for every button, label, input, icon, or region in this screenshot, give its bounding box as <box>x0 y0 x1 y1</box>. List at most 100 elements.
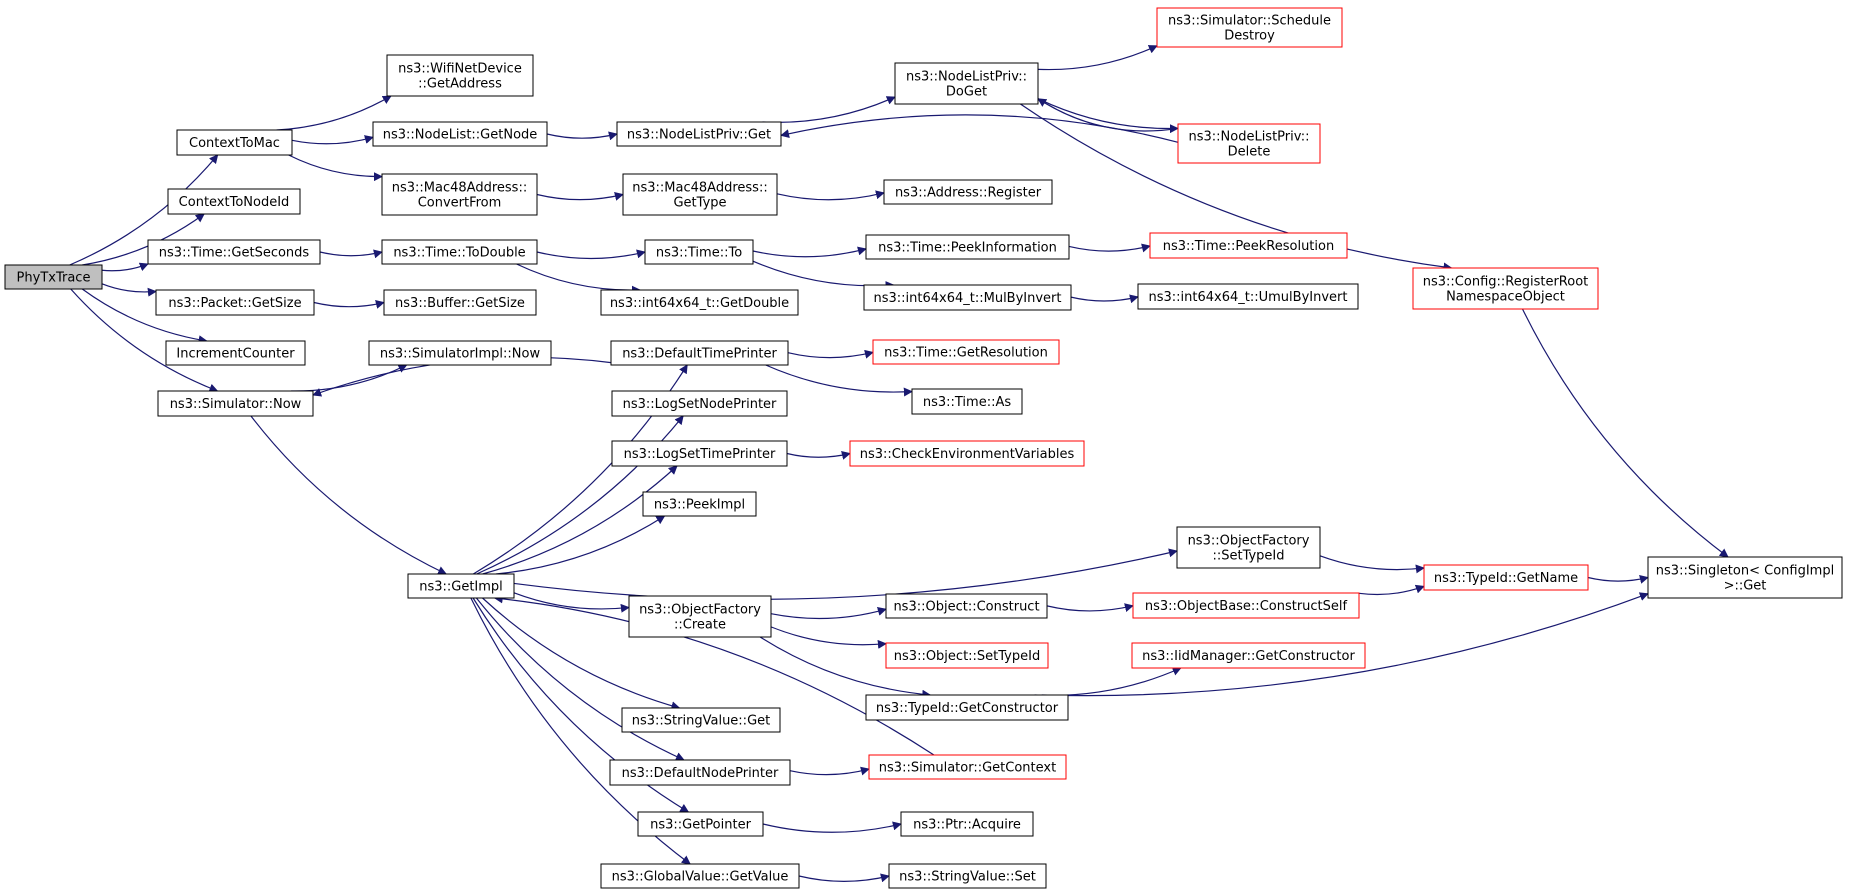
node-type-id-get-name[interactable]: ns3::TypeId::GetName <box>1423 564 1589 591</box>
node-phy-tx-trace[interactable]: PhyTxTrace <box>4 264 103 290</box>
node-mac-convert-from[interactable]: ns3::Mac48Address::ConvertFrom <box>381 173 538 216</box>
node-box <box>1131 642 1366 669</box>
node-label: ns3::TypeId::GetConstructor <box>876 701 1059 716</box>
node-node-list-priv-delete[interactable]: ns3::NodeListPriv::Delete <box>1177 123 1321 164</box>
edge-line <box>1046 603 1134 612</box>
node-box <box>1149 232 1348 259</box>
node-simulator-now[interactable]: ns3::Simulator::Now <box>157 390 314 417</box>
edge-line <box>752 246 867 258</box>
node-label: ns3::Buffer::GetSize <box>395 296 525 311</box>
node-label: ns3::NodeListPriv:: <box>906 70 1027 85</box>
node-label: ns3::Time::PeekInformation <box>878 241 1057 256</box>
node-buffer-get-size[interactable]: ns3::Buffer::GetSize <box>383 289 537 316</box>
node-singleton-get[interactable]: ns3::Singleton< ConfigImpl>::Get <box>1647 556 1843 599</box>
node-object-construct[interactable]: ns3::Object::Construct <box>885 593 1048 619</box>
node-default-node-printer[interactable]: ns3::DefaultNodePrinter <box>609 759 791 786</box>
node-sim-impl-now[interactable]: ns3::SimulatorImpl::Now <box>368 340 552 366</box>
node-type-id-get-constructor[interactable]: ns3::TypeId::GetConstructor <box>865 694 1069 721</box>
node-time-to[interactable]: ns3::Time::To <box>644 239 754 265</box>
node-label: ns3::NodeListPriv::Get <box>627 128 771 143</box>
node-obj-base-construct-self[interactable]: ns3::ObjectBase::ConstructSelf <box>1132 592 1360 619</box>
edge-PhyTxTrace-to-SimulatorNow <box>70 288 219 393</box>
edge-NodeListPrivDelete-to-NodeListPrivGet <box>780 114 1179 143</box>
node-address-register[interactable]: ns3::Address::Register <box>883 179 1053 205</box>
edge-line <box>798 873 890 883</box>
edge-NodeListPrivDoGet-to-SimScheduleDestroy <box>1037 45 1158 71</box>
node-check-env-vars[interactable]: ns3::CheckEnvironmentVariables <box>849 440 1085 467</box>
edge-line <box>513 592 630 613</box>
node-increment-counter[interactable]: IncrementCounter <box>165 340 306 366</box>
node-int64-umul-by-invert[interactable]: ns3::int64x64_t::UmulByInvert <box>1137 283 1359 310</box>
node-label: ns3::Singleton< ConfigImpl <box>1656 564 1834 579</box>
edge-line <box>1037 98 1179 132</box>
node-node-list-priv-get[interactable]: ns3::NodeListPriv::Get <box>616 121 782 147</box>
node-node-list-priv-do-get[interactable]: ns3::NodeListPriv::DoGet <box>894 62 1039 105</box>
node-string-value-get[interactable]: ns3::StringValue::Get <box>621 707 781 733</box>
edge-NodeListPrivDoGet-to-ConfigRegisterRoot <box>1020 103 1453 272</box>
node-box <box>885 593 1048 619</box>
node-log-set-node-printer[interactable]: ns3::LogSetNodePrinter <box>611 390 788 417</box>
node-sim-get-context[interactable]: ns3::Simulator::GetContext <box>868 754 1067 780</box>
node-time-get-resolution[interactable]: ns3::Time::GetResolution <box>872 339 1060 365</box>
node-label: ns3::Time::GetResolution <box>884 346 1048 361</box>
edge-line <box>276 95 392 131</box>
node-box <box>888 863 1047 889</box>
node-log-set-time-printer[interactable]: ns3::LogSetTimePrinter <box>611 440 788 467</box>
edge-TimePeekInformation-to-TimePeekResolution <box>1068 243 1151 253</box>
edge-TimeGetSeconds-to-TimeToDouble <box>319 249 383 259</box>
node-int64-mul-by-invert[interactable]: ns3::int64x64_t::MulByInvert <box>863 284 1072 311</box>
node-label: ns3::int64x64_t::GetDouble <box>610 296 789 311</box>
edge-line <box>1020 103 1453 272</box>
node-wifi-get-address[interactable]: ns3::WifiNetDevice::GetAddress <box>386 54 534 97</box>
edge-ContextToMac-to-WifiGetAddress <box>276 95 392 131</box>
node-object-set-type-id[interactable]: ns3::Object::SetTypeId <box>885 642 1049 669</box>
node-default-time-printer[interactable]: ns3::DefaultTimePrinter <box>610 340 789 366</box>
node-string-value-set[interactable]: ns3::StringValue::Set <box>888 863 1047 889</box>
edge-line <box>752 260 895 291</box>
node-box <box>372 121 548 147</box>
node-label: ns3::NodeListPriv:: <box>1188 130 1309 145</box>
node-context-to-mac[interactable]: ContextToMac <box>176 129 293 156</box>
node-packet-get-size[interactable]: ns3::Packet::GetSize <box>155 289 315 316</box>
node-box <box>622 173 778 216</box>
node-label: Delete <box>1228 145 1271 160</box>
node-box <box>644 239 754 265</box>
node-mac-get-type[interactable]: ns3::Mac48Address::GetType <box>622 173 778 216</box>
node-label: ns3::PeekImpl <box>654 498 745 513</box>
edge-NodeListPrivDelete-to-NodeListPrivDoGet <box>1037 98 1179 132</box>
node-time-peek-information[interactable]: ns3::Time::PeekInformation <box>865 234 1070 260</box>
node-get-impl[interactable]: ns3::GetImpl <box>407 573 515 599</box>
node-label: ns3::Config::RegisterRoot <box>1423 275 1589 290</box>
edge-line <box>495 515 666 575</box>
edge-line <box>313 300 385 309</box>
node-label: ns3::LogSetNodePrinter <box>623 397 777 412</box>
edge-TypeIdGetConstructor-to-IidMgrGetConstructor <box>1034 667 1182 697</box>
edge-MacConvertFrom-to-MacGetType <box>536 192 624 201</box>
node-obj-factory-set-type-id[interactable]: ns3::ObjectFactory::SetTypeId <box>1176 526 1321 569</box>
node-time-as[interactable]: ns3::Time::As <box>911 388 1023 415</box>
edge-ObjectConstruct-to-ObjBaseConstructSelf <box>1046 603 1134 612</box>
node-ptr-acquire[interactable]: ns3::Ptr::Acquire <box>900 811 1034 837</box>
node-int64-get-double[interactable]: ns3::int64x64_t::GetDouble <box>600 289 799 316</box>
node-time-to-double[interactable]: ns3::Time::ToDouble <box>381 239 538 265</box>
node-context-to-node-id[interactable]: ContextToNodeId <box>167 188 301 215</box>
edge-DefaultTimePrinter-to-TimeAs <box>765 364 913 397</box>
node-box <box>147 239 321 265</box>
node-peek-impl[interactable]: ns3::PeekImpl <box>642 491 757 517</box>
node-label: ns3::Time::To <box>656 246 742 261</box>
node-node-list-get-node[interactable]: ns3::NodeList::GetNode <box>372 121 548 147</box>
edge-line <box>765 364 913 397</box>
node-label: ns3::Object::Construct <box>893 600 1039 615</box>
node-obj-factory-create[interactable]: ns3::ObjectFactory::Create <box>628 595 772 638</box>
node-time-peek-resolution[interactable]: ns3::Time::PeekResolution <box>1149 232 1348 259</box>
node-iid-mgr-get-constructor[interactable]: ns3::IidManager::GetConstructor <box>1131 642 1366 669</box>
node-time-get-seconds[interactable]: ns3::Time::GetSeconds <box>147 239 321 265</box>
node-box <box>600 289 799 316</box>
edge-line <box>475 597 685 761</box>
node-global-value-get-value[interactable]: ns3::GlobalValue::GetValue <box>600 863 800 889</box>
node-label: Destroy <box>1224 29 1275 44</box>
node-get-pointer[interactable]: ns3::GetPointer <box>637 811 764 837</box>
node-label: ns3::NodeList::GetNode <box>383 128 538 143</box>
